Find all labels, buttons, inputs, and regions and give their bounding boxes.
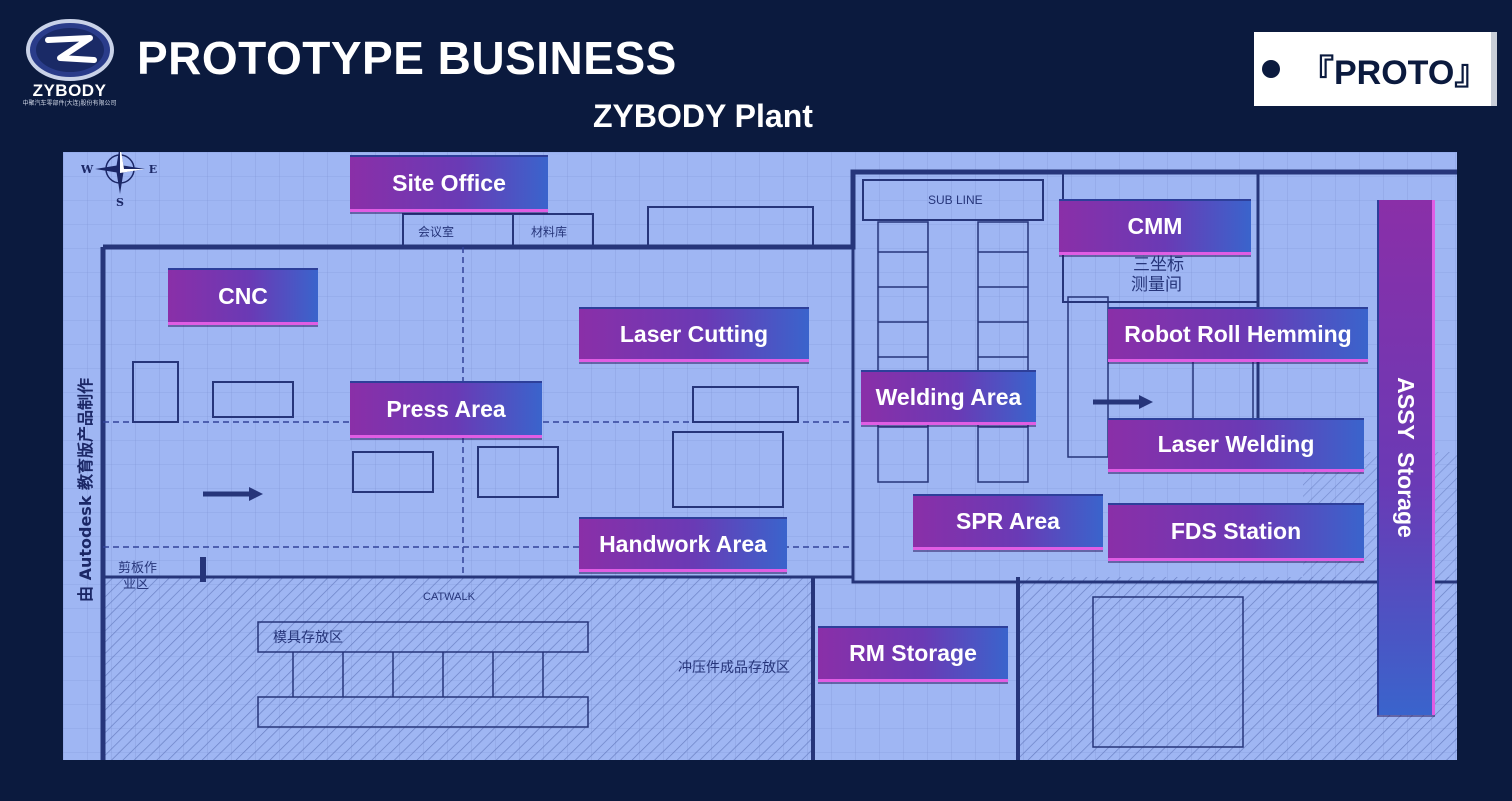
cmm-room-label-2: 测量间 <box>1131 275 1182 295</box>
cutting-area-label-1: 剪板作 <box>118 560 157 576</box>
cutting-area-label-2: 业区 <box>123 577 149 592</box>
compass-rose-icon: N S E W <box>81 152 157 208</box>
proto-badge-text: 『PROTO』 <box>1300 53 1489 92</box>
autodesk-watermark: 由 Autodesk 教育版产品制作 <box>76 378 95 602</box>
plant-subtitle: ZYBODY Plant <box>593 98 813 134</box>
zone-assy-storage: ASSY Storage <box>1377 200 1435 715</box>
zone-assy-storage-label: ASSY Storage <box>1393 377 1420 538</box>
finished-storage-label: 冲压件成品存放区 <box>678 660 790 676</box>
proto-badge: 『PROTO』 <box>1254 32 1497 106</box>
zone-rm-storage: RM Storage <box>818 626 1008 682</box>
zone-robot-roll-hemming: Robot Roll Hemming <box>1108 307 1368 362</box>
mold-storage-label: 模具存放区 <box>273 630 343 646</box>
bullet-icon <box>1262 60 1280 78</box>
compass-west: W <box>81 163 94 176</box>
zone-cmm: CMM <box>1059 199 1251 255</box>
company-logo: ZYBODY 中聚汽车零部件(大连)股份有限公司 <box>12 18 127 118</box>
zone-welding-area: Welding Area <box>861 370 1036 425</box>
sub-line-label: SUB LINE <box>928 193 983 207</box>
zone-cnc: CNC <box>168 268 318 325</box>
zone-laser-cutting: Laser Cutting <box>579 307 809 362</box>
compass-south: S <box>116 196 124 208</box>
logo-name: ZYBODY <box>32 81 107 100</box>
zone-spr-area: SPR Area <box>913 494 1103 550</box>
catwalk-label: CATWALK <box>423 591 476 603</box>
zone-site-office: Site Office <box>350 155 548 212</box>
logo-subtitle: 中聚汽车零部件(大连)股份有限公司 <box>22 101 117 107</box>
zone-fds-station: FDS Station <box>1108 503 1364 561</box>
material-room-label: 材料库 <box>531 224 567 239</box>
page-title: PROTOTYPE BUSINESS <box>137 32 677 84</box>
zone-handwork-area: Handwork Area <box>579 517 787 572</box>
meeting-room-label: 会议室 <box>418 224 454 239</box>
zybody-emblem-icon <box>25 19 114 81</box>
zone-press-area: Press Area <box>350 381 542 438</box>
zone-laser-welding: Laser Welding <box>1108 418 1364 472</box>
cmm-room-label-1: 三坐标 <box>1133 255 1184 275</box>
compass-east: E <box>149 163 157 176</box>
